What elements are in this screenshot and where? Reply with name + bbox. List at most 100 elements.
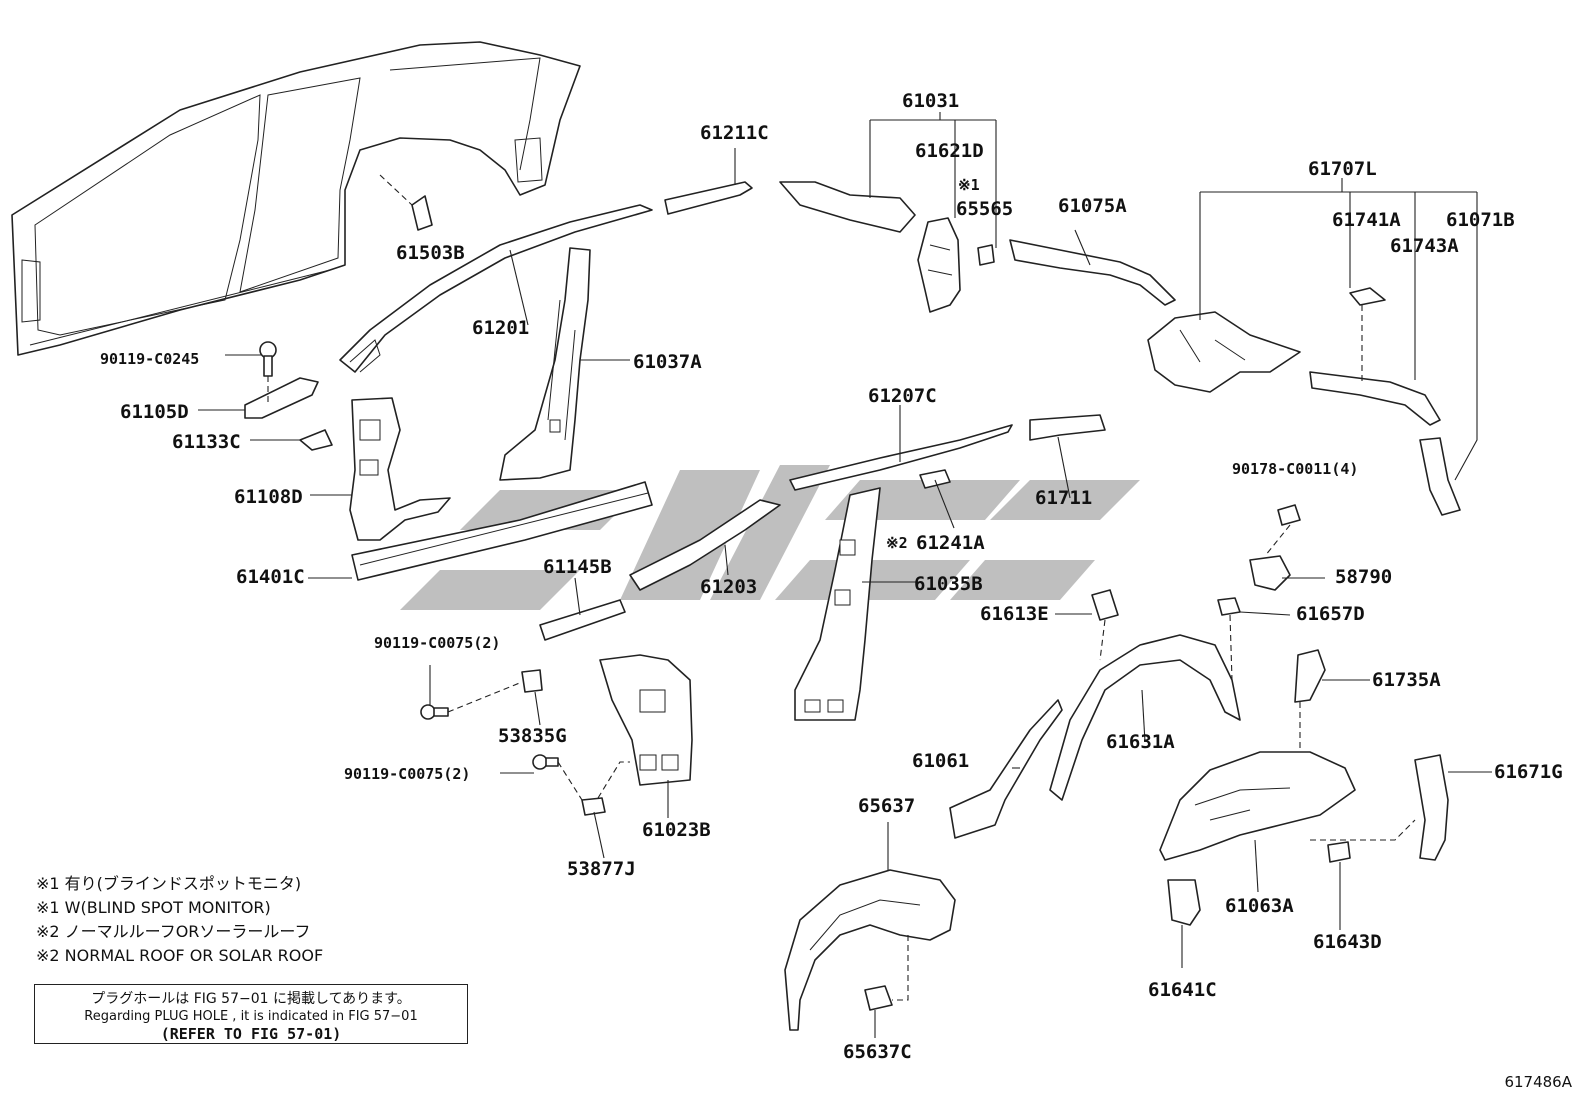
label-61613E: 61613E [980, 603, 1049, 625]
label-61203: 61203 [700, 576, 757, 598]
label-61711: 61711 [1035, 487, 1092, 509]
part-61735A-drawing [1294, 649, 1326, 703]
part-61711-drawing [1029, 414, 1106, 441]
label-61133C: 61133C [172, 431, 241, 453]
part-65637C-drawing [864, 985, 893, 1011]
label-61145B: 61145B [543, 556, 612, 578]
label-61643D: 61643D [1313, 931, 1382, 953]
label-53877J: 53877J [567, 858, 636, 880]
label-61657D: 61657D [1296, 603, 1365, 625]
label-61037A: 61037A [633, 351, 702, 373]
reference-line-refer: (REFER TO FIG 57-01) [160, 1025, 342, 1043]
part-61631A-drawing [1049, 634, 1241, 801]
part-90178-C0011-nut-drawing [1277, 504, 1301, 526]
leader-lines [198, 112, 1492, 1038]
part-61133C-drawing [299, 429, 333, 451]
label-61743A: 61743A [1390, 235, 1459, 257]
outer-side-panel-drawing [11, 41, 581, 356]
label-61503B: 61503B [396, 242, 465, 264]
label-61735A: 61735A [1372, 669, 1441, 691]
part-61071B-drawing [1419, 437, 1461, 516]
label-61061: 61061 [912, 750, 969, 772]
footnote-2-jp: ※2 ノーマルルーフORソーラールーフ [36, 922, 311, 941]
part-61741A-drawing [1349, 287, 1386, 306]
part-61503B-drawing [411, 195, 433, 231]
part-61145B-drawing [539, 599, 626, 641]
label-61621D: 61621D [915, 140, 984, 162]
label-61671G: 61671G [1494, 761, 1563, 783]
footnote-1-en: ※1 W(BLIND SPOT MONITOR) [36, 898, 271, 917]
part-61023B-drawing [599, 654, 693, 786]
label-61035B: 61035B [914, 573, 983, 595]
label-61108D: 61108D [234, 486, 303, 508]
part-61075A-drawing [1009, 239, 1176, 306]
part-61211C-drawing [664, 181, 753, 215]
part-65565-drawing [977, 244, 995, 266]
label-65637: 65637 [858, 795, 915, 817]
label-61031: 61031 [902, 90, 959, 112]
label-53835G: 53835G [498, 725, 567, 747]
part-61063A-drawing [1159, 751, 1356, 861]
label-61707L: 61707L [1308, 158, 1377, 180]
part-53877J-drawing [581, 797, 606, 816]
dashed-connectors [267, 174, 1416, 1001]
part-61743A-drawing [1309, 371, 1441, 426]
part-61105D-drawing [244, 377, 319, 419]
label-61075A: 61075A [1058, 195, 1127, 217]
reference-box: プラグホールは FIG 57−01 に掲載してあります。 Regarding P… [34, 984, 468, 1044]
label-90119-C0245: 90119-C0245 [100, 350, 199, 368]
label-90178-C0011: 90178-C0011(4) [1232, 460, 1358, 478]
part-61207C-drawing [789, 424, 1013, 491]
footnote-2-en: ※2 NORMAL ROOF OR SOLAR ROOF [36, 946, 324, 965]
part-61241A-drawing [919, 469, 951, 489]
reference-line-jp: プラグホールは FIG 57−01 に掲載してあります。 [91, 991, 411, 1007]
part-61031-drawing [779, 181, 916, 233]
reference-line-en: Regarding PLUG HOLE , it is indicated in… [84, 1009, 418, 1024]
part-61613E-drawing [1091, 589, 1119, 621]
label-61023B: 61023B [642, 819, 711, 841]
part-61037A-drawing [499, 247, 591, 481]
label-61063A: 61063A [1225, 895, 1294, 917]
part-61108D-drawing [349, 397, 451, 541]
label-90119-C0075-a: 90119-C0075(2) [374, 634, 500, 652]
label-61741A: 61741A [1332, 209, 1401, 231]
part-65637-drawing [784, 869, 956, 1031]
label-61241A: 61241A [916, 532, 985, 554]
label-mark-2: ※2 [886, 534, 908, 552]
part-61201-drawing [339, 204, 653, 373]
label-65637C: 65637C [843, 1041, 912, 1063]
label-61207C: 61207C [868, 385, 937, 407]
label-65565: 65565 [956, 198, 1013, 220]
part-61643D-drawing [1327, 841, 1351, 863]
label-61071B: 61071B [1446, 209, 1515, 231]
part-61035B-drawing [794, 487, 881, 721]
figure-id: 617486A [1504, 1073, 1572, 1091]
label-58790: 58790 [1335, 566, 1392, 588]
part-90119-C0075-bolt-b-drawing [532, 754, 559, 770]
label-mark-1: ※1 [958, 176, 980, 194]
part-labels: 61031 61211C 61621D ※1 65565 61075A 6170… [100, 90, 1563, 1063]
part-61621D-drawing [917, 217, 961, 313]
label-61631A: 61631A [1106, 731, 1175, 753]
part-61641C-drawing [1167, 879, 1201, 926]
part-90119-C0075-bolt-a-drawing [420, 704, 449, 720]
part-61657D-drawing [1217, 597, 1241, 616]
part-61061-drawing [949, 699, 1063, 839]
label-61201: 61201 [472, 317, 529, 339]
part-53835G-drawing [521, 669, 543, 693]
label-90119-C0075-b: 90119-C0075(2) [344, 765, 470, 783]
label-61641C: 61641C [1148, 979, 1217, 1001]
label-61211C: 61211C [700, 122, 769, 144]
part-61671G-drawing [1414, 754, 1449, 861]
part-58790-drawing [1249, 555, 1291, 591]
part-61707L-drawing [1147, 311, 1301, 393]
label-61401C: 61401C [236, 566, 305, 588]
label-61105D: 61105D [120, 401, 189, 423]
part-90119-C0245-bolt-drawing [259, 341, 277, 377]
footnote-1-jp: ※1 有り(ブラインドスポットモニタ) [36, 874, 302, 893]
part-61401C-drawing [351, 481, 653, 581]
part-61203-drawing [629, 499, 781, 591]
footnotes: ※1 有り(ブラインドスポットモニタ) ※1 W(BLIND SPOT MONI… [36, 872, 323, 968]
